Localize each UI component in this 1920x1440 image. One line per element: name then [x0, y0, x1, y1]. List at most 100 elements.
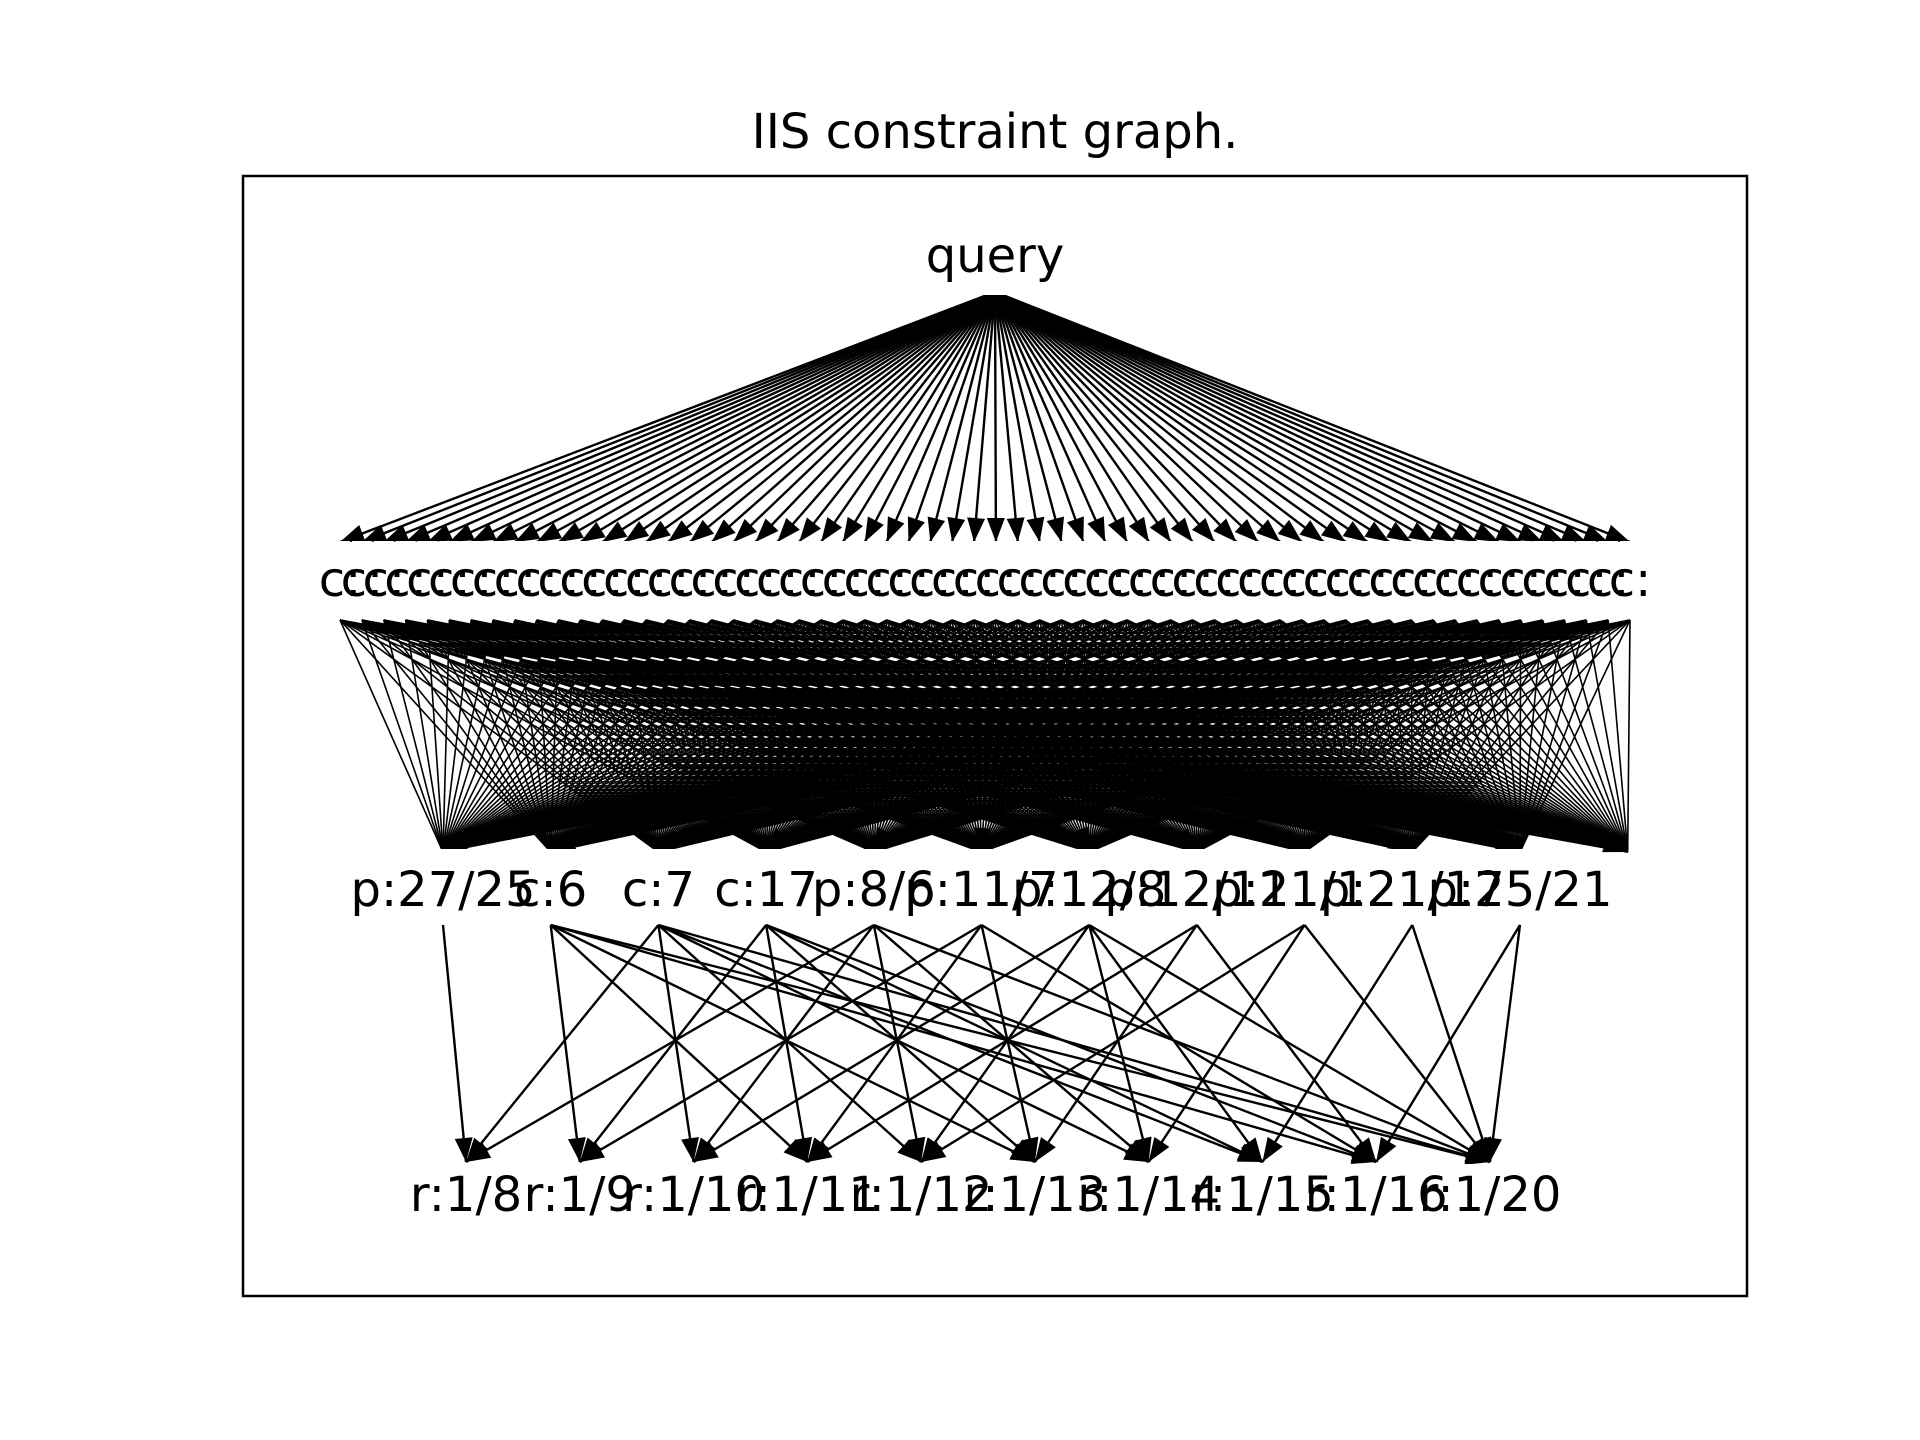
edge-layer2-to-layer3	[442, 619, 997, 853]
edge-layer3-to-layer4	[549, 924, 809, 1163]
node-layer2: c:	[800, 552, 843, 608]
edge-arrowhead	[1560, 524, 1587, 542]
node-layer3-box	[512, 849, 589, 923]
edge-arrowhead	[383, 524, 410, 542]
node-layer2-box	[745, 541, 766, 611]
edge-layer3-to-layer4	[465, 924, 660, 1163]
node-layer2: c:	[1171, 552, 1214, 608]
edge-layer3-to-layer4	[1411, 924, 1492, 1163]
node-r1_14: r:1/14	[1077, 1167, 1220, 1223]
edge-layer2-to-layer3	[339, 619, 444, 853]
edge-layer3-to-layer4	[920, 923, 1306, 1164]
edge-layer2-to-layer3	[442, 619, 800, 853]
edge-arrowhead	[1538, 524, 1565, 542]
node-layer2: c:	[1215, 552, 1258, 608]
node-layer2-box	[570, 541, 591, 611]
edge-layer2-to-layer3	[1411, 619, 1631, 853]
node-layer2: c:	[931, 552, 974, 608]
edge-layer3-to-layer4	[980, 924, 1037, 1163]
edge-layer2-to-layer3	[442, 619, 1368, 853]
node-layer2-box	[614, 541, 635, 611]
edge-arrowhead	[1134, 1136, 1152, 1162]
edge-layer3-to-layer4	[873, 923, 1491, 1164]
node-p27_25: p:27/25	[351, 862, 536, 918]
edge-arrowhead	[340, 525, 366, 542]
node-layer2-box	[417, 541, 438, 611]
node-layer2: c:	[1106, 552, 1149, 608]
edge-arrowhead	[1034, 1137, 1056, 1162]
node-layer2-box	[832, 541, 853, 611]
edge-layer2-to-layer3	[442, 619, 1237, 853]
node-layer2-box	[636, 541, 657, 611]
node-layer2: c:	[559, 552, 602, 608]
edge-layer2-to-layer3	[442, 619, 887, 853]
edge-query-to-layer2	[492, 290, 996, 544]
edge-arrowhead	[907, 1136, 926, 1162]
node-query-box	[957, 265, 1033, 295]
edge-layer2-to-layer3	[442, 619, 1019, 853]
edge-layer2-to-layer3	[1196, 619, 1631, 853]
node-layer2-box	[461, 541, 482, 611]
edge-arrowhead	[711, 519, 736, 542]
node-layer2: c:	[1368, 552, 1411, 608]
node-layer2: c:	[1281, 552, 1324, 608]
edge-layer3-to-layer4	[1088, 924, 1150, 1163]
edge-query-to-layer2	[994, 290, 1500, 544]
edge-layer3-to-layer4	[764, 924, 809, 1163]
edge-arrowhead	[1279, 830, 1305, 852]
edge-arrowhead	[799, 517, 822, 542]
edge-query-to-layer2	[405, 290, 996, 544]
edge-layer3-to-layer4	[806, 923, 1198, 1164]
node-layer2: c:	[1565, 552, 1608, 608]
node-layer2: c:	[1150, 552, 1193, 608]
node-layer2: c:	[1434, 552, 1477, 608]
edge-query-to-layer2	[993, 291, 1063, 543]
edge-query-to-layer2	[994, 290, 1565, 544]
edge-layer2-to-layer3	[442, 619, 669, 853]
edge-layer2-to-layer3	[442, 619, 1150, 853]
edge-arrowhead	[1148, 1137, 1170, 1162]
node-layer2-box	[1510, 541, 1531, 611]
edge-arrowhead	[361, 524, 388, 542]
edge-arrowhead	[1604, 524, 1630, 542]
node-layer2: c:	[1303, 552, 1346, 608]
edge-query-to-layer2	[514, 290, 996, 544]
edge-layer2-to-layer3	[442, 619, 1434, 853]
edge-layer2-to-layer3	[404, 619, 444, 853]
node-layer3-box	[405, 849, 481, 923]
node-layer4-box	[1224, 1164, 1301, 1218]
edge-layer3-to-layer4	[441, 924, 468, 1163]
edge-arrowhead	[514, 522, 541, 542]
edge-layer2-to-layer3	[442, 619, 1390, 853]
node-layer2: c:	[362, 552, 405, 608]
node-p21_17: p:21/17	[1320, 862, 1505, 918]
edge-layer3-to-layer4	[1488, 924, 1522, 1163]
node-layer2-box	[1576, 541, 1597, 611]
edge-arrowhead	[1451, 522, 1477, 542]
node-layer2-box	[504, 541, 525, 611]
edge-query-to-layer2	[994, 290, 1412, 544]
node-layer2-box	[701, 541, 722, 611]
node-layer2: c:	[406, 552, 449, 608]
edge-layer3-to-layer4	[657, 923, 1150, 1164]
edge-query-to-layer2	[994, 291, 1194, 543]
edge-query-to-layer2	[623, 291, 996, 543]
node-layer2: c:	[887, 552, 930, 608]
edge-arrowhead	[947, 516, 966, 542]
node-layer4-box	[883, 1164, 960, 1218]
edge-arrowhead	[1234, 518, 1259, 542]
edge-layer3-to-layer4	[980, 923, 1377, 1164]
edge-layer2-to-layer3	[442, 619, 1193, 853]
node-r1_11: r:1/11	[736, 1167, 879, 1223]
edge-layer3-to-layer4	[657, 924, 922, 1163]
node-layer3-box	[1482, 849, 1558, 923]
edge-layer3-to-layer4	[657, 923, 1263, 1164]
edge-query-to-layer2	[994, 290, 1391, 544]
node-layer2: c:	[647, 552, 690, 608]
node-r1_20: r:1/20	[1419, 1167, 1562, 1223]
edge-layer3-to-layer4	[806, 924, 983, 1163]
edge-query-to-layer2	[820, 291, 996, 543]
edge-query-to-layer2	[667, 291, 996, 543]
node-c17: c:17	[714, 862, 818, 918]
